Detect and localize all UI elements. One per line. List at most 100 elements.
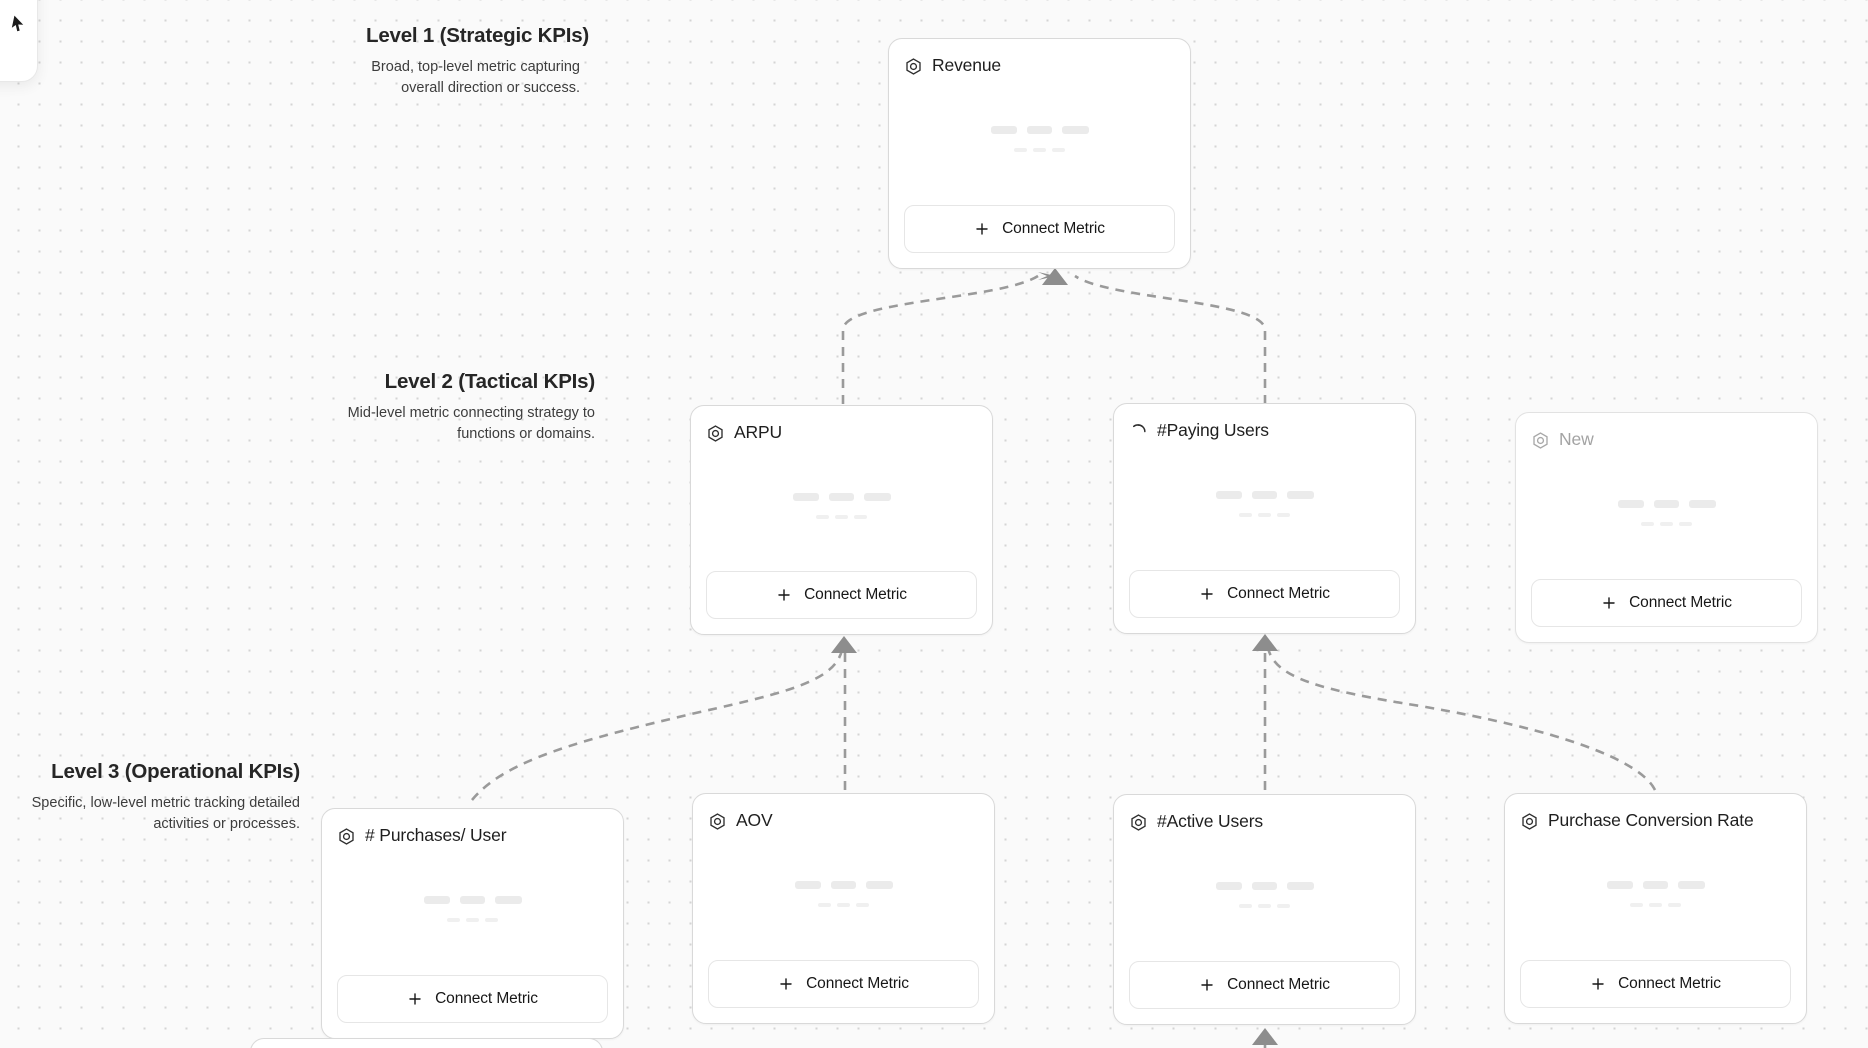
skeleton-bar (856, 903, 869, 907)
arrowhead-arpu (831, 636, 857, 653)
metric-card-purchases-per-user[interactable]: # Purchases/ User Connect Metric (321, 808, 624, 1039)
skeleton-bar (818, 903, 831, 907)
metric-card-aov[interactable]: AOV Connect Metric (692, 793, 995, 1024)
connect-metric-button[interactable]: Connect Metric (1129, 961, 1400, 1009)
skeleton-row-secondary (1641, 522, 1692, 526)
card-title: New (1559, 429, 1594, 450)
edge-paying-users-to-revenue (1074, 274, 1267, 404)
skeleton-bar (816, 514, 829, 519)
connect-metric-button[interactable]: Connect Metric (337, 975, 608, 1023)
hexagon-metric-icon (1531, 431, 1550, 450)
skeleton-bar (1215, 491, 1242, 499)
skeleton-bar (1606, 881, 1633, 889)
card-skeleton-body (1129, 835, 1400, 961)
metric-card-new[interactable]: New Connect Metric (1515, 412, 1818, 643)
card-title: AOV (736, 810, 773, 831)
connect-metric-label: Connect Metric (1618, 975, 1721, 992)
floating-toolbar-panel[interactable] (0, 0, 38, 82)
metric-card-revenue[interactable]: Revenue Connect Metric (888, 38, 1191, 269)
card-header: Revenue (904, 53, 1175, 79)
skeleton-bar (828, 492, 854, 501)
plus-icon (974, 221, 990, 237)
skeleton-bar (1641, 522, 1654, 526)
hexagon-metric-icon (337, 827, 356, 846)
skeleton-row-secondary (1239, 513, 1290, 517)
card-skeleton-body (1520, 834, 1791, 960)
connect-metric-label: Connect Metric (1002, 220, 1105, 237)
connect-metric-label: Connect Metric (804, 586, 907, 603)
level-2-annotation: Level 2 (Tactical KPIs) Mid-level metric… (190, 370, 596, 444)
skeleton-bar (1251, 882, 1277, 890)
connect-metric-label: Connect Metric (1227, 976, 1330, 993)
skeleton-bar (1688, 500, 1716, 508)
card-title: #Paying Users (1157, 420, 1269, 441)
skeleton-bar (835, 514, 848, 519)
skeleton-bar (990, 126, 1017, 134)
connect-metric-button[interactable]: Connect Metric (904, 205, 1175, 253)
connect-metric-button[interactable]: Connect Metric (1531, 579, 1802, 627)
level-2-description: Mid-level metric connecting strategy to … (347, 405, 595, 442)
skeleton-row-primary (1606, 881, 1705, 889)
card-header: #Active Users (1129, 809, 1400, 835)
skeleton-bar (1286, 882, 1314, 890)
metric-card-paying-users[interactable]: #Paying Users Connect Metric (1113, 403, 1416, 634)
card-title: # Purchases/ User (365, 825, 507, 846)
edge-arpu-to-revenue (841, 274, 1039, 404)
metric-card-purchase-conversion-rate[interactable]: Purchase Conversion Rate Connect Metric (1504, 793, 1807, 1024)
skeleton-bar (1642, 881, 1668, 889)
skeleton-bar (1277, 513, 1290, 517)
skeleton-bar (1026, 126, 1052, 134)
card-title: Revenue (932, 55, 1002, 76)
skeleton-bar (865, 881, 893, 889)
skeleton-bar (423, 896, 450, 904)
connect-metric-button[interactable]: Connect Metric (706, 571, 977, 619)
connect-metric-button[interactable]: Connect Metric (708, 960, 979, 1008)
card-skeleton-body (1531, 453, 1802, 579)
skeleton-row-secondary (1014, 148, 1065, 152)
card-skeleton-body (904, 79, 1175, 205)
connect-metric-button[interactable]: Connect Metric (1520, 960, 1791, 1008)
skeleton-bar (837, 903, 850, 907)
skeleton-bar (792, 492, 819, 501)
card-skeleton-body (337, 849, 608, 975)
card-header: Purchase Conversion Rate (1520, 808, 1791, 834)
plus-icon (776, 587, 792, 603)
skeleton-bar (794, 881, 821, 889)
cursor-arrow-icon[interactable] (9, 15, 27, 33)
skeleton-bar (1617, 500, 1644, 508)
level-2-title: Level 2 (Tactical KPIs) (384, 370, 596, 393)
arrowhead-paying-users (1252, 634, 1278, 651)
skeleton-row-primary (990, 126, 1089, 134)
connect-metric-button[interactable]: Connect Metric (1129, 570, 1400, 618)
card-skeleton-body (706, 446, 977, 571)
metric-card-active-users[interactable]: #Active Users Connect Metric (1113, 794, 1416, 1025)
skeleton-row-secondary (1630, 903, 1681, 907)
skeleton-row-secondary (1239, 904, 1290, 908)
skeleton-bar (1679, 522, 1692, 526)
plus-icon (1601, 595, 1617, 611)
skeleton-row-secondary (816, 514, 867, 519)
edge-conversion-to-paying-users (1266, 647, 1657, 791)
metric-card-offscreen-bottom[interactable] (250, 1038, 603, 1048)
skeleton-bar (1286, 491, 1314, 499)
skeleton-row-primary (1215, 882, 1314, 890)
skeleton-bar (1251, 491, 1277, 499)
skeleton-bar (854, 514, 867, 519)
skeleton-bar (494, 896, 522, 904)
skeleton-bar (459, 896, 485, 904)
metric-card-arpu[interactable]: ARPU Connect Metric (690, 405, 993, 635)
skeleton-bar (1668, 903, 1681, 907)
skeleton-row-secondary (818, 903, 869, 907)
arrowhead-revenue (1038, 272, 1056, 280)
plus-icon (1199, 586, 1215, 602)
skeleton-bar (1677, 881, 1705, 889)
skeleton-bar (863, 492, 891, 501)
skeleton-bar (830, 881, 856, 889)
arrowhead-revenue-2 (1042, 268, 1068, 285)
skeleton-bar (466, 918, 479, 922)
card-header: #Paying Users (1129, 418, 1400, 444)
card-skeleton-body (1129, 444, 1400, 570)
skeleton-bar (1258, 904, 1271, 908)
hexagon-metric-icon (706, 424, 725, 443)
